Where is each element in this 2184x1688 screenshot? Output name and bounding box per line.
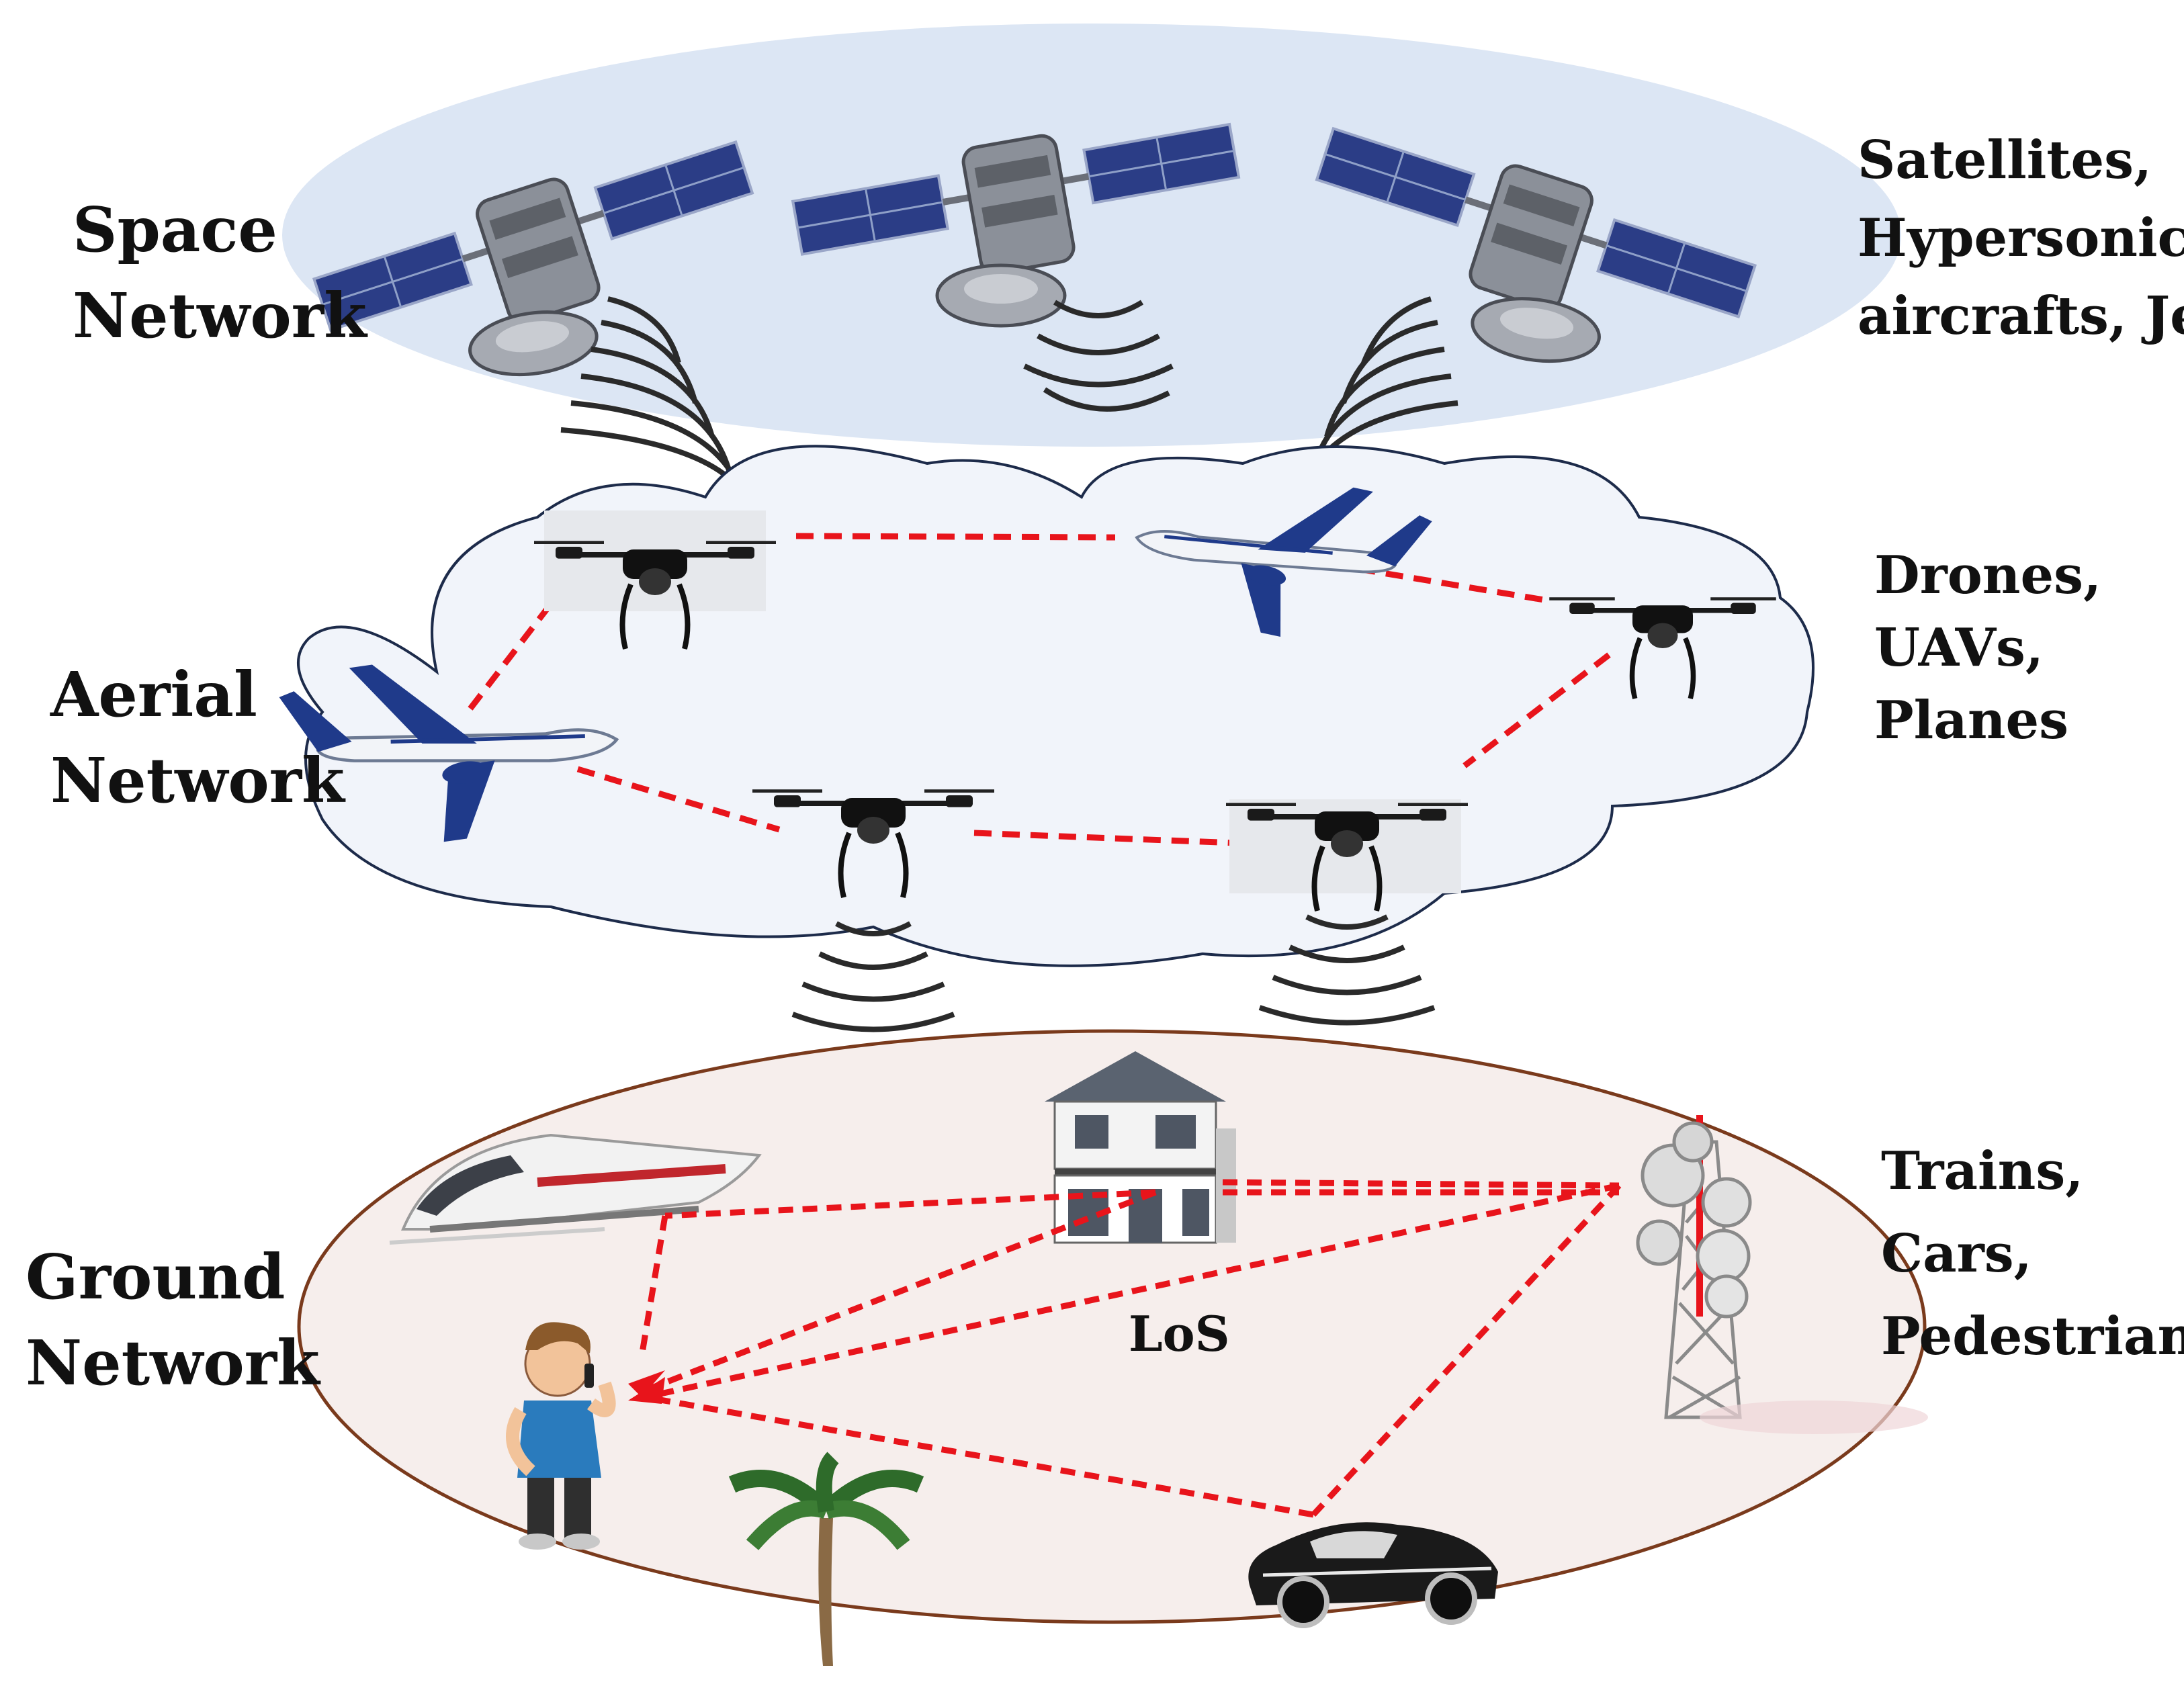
space-title-line1: Space [73, 193, 277, 266]
aerial-desc-line2: UAVs, [1874, 617, 2044, 678]
link-car-person [644, 1394, 1314, 1518]
link-drone5-drone4 [1462, 652, 1611, 768]
train-icon [389, 1133, 762, 1245]
ground-desc-line1: Trains, [1881, 1141, 2084, 1202]
space-desc-line2: Hypersonic [1858, 208, 2184, 269]
ground-desc-line3: Pedestrians [1881, 1306, 2184, 1367]
space-desc-line1: Satellites, [1858, 130, 2152, 191]
signal-waves-icon [791, 921, 955, 1032]
space-title-line2: Network [73, 279, 367, 352]
aerial-title-line2: Network [50, 744, 345, 817]
ground-links [638, 1179, 1622, 1518]
link-plane1-drone3 [576, 766, 781, 833]
space-network-description: Satellites, Hypersonic aircrafts, Jets [1858, 134, 2184, 343]
ground-desc-line2: Cars, [1881, 1223, 2032, 1284]
house-icon [1045, 1051, 1236, 1244]
link-house-person [644, 1189, 1157, 1394]
link-tower-car [1311, 1183, 1622, 1517]
link-drone3-drone4 [973, 830, 1237, 846]
link-drone1-plane2 [795, 533, 1116, 541]
aerial-network-cloud [297, 445, 1815, 967]
ground-network-description: Trains, Cars, Pedestrians [1881, 1145, 2184, 1363]
aerial-desc-line3: Planes [1874, 690, 2069, 751]
ground-title-line1: Ground [26, 1241, 286, 1313]
cell-tower-icon [1636, 1115, 1752, 1419]
link-house-train [664, 1189, 1156, 1219]
aerial-title-line1: Aerial [50, 658, 257, 731]
aerial-network-title: Aerial Network [50, 664, 345, 811]
link-tower-person [644, 1182, 1620, 1401]
aerial-desc-line1: Drones, [1874, 545, 2102, 606]
ground-title-line2: Network [26, 1327, 320, 1399]
signal-waves-icon [1258, 914, 1436, 1026]
los-label: LoS [1129, 1305, 1230, 1362]
aerial-network-description: Drones, UAVs, Planes [1874, 549, 2101, 747]
ground-network-title: Ground Network [26, 1246, 320, 1394]
person-on-phone-icon [506, 1322, 616, 1550]
arrowheads [628, 1370, 665, 1404]
signal-waves-icon [1023, 300, 1174, 412]
tower-reflection [1700, 1401, 1928, 1434]
space-desc-line3: aircrafts, Jets [1858, 285, 2184, 347]
space-network-title: Space Network [73, 199, 367, 347]
car-icon [1248, 1522, 1498, 1628]
palm-tree-icon [728, 1452, 924, 1666]
